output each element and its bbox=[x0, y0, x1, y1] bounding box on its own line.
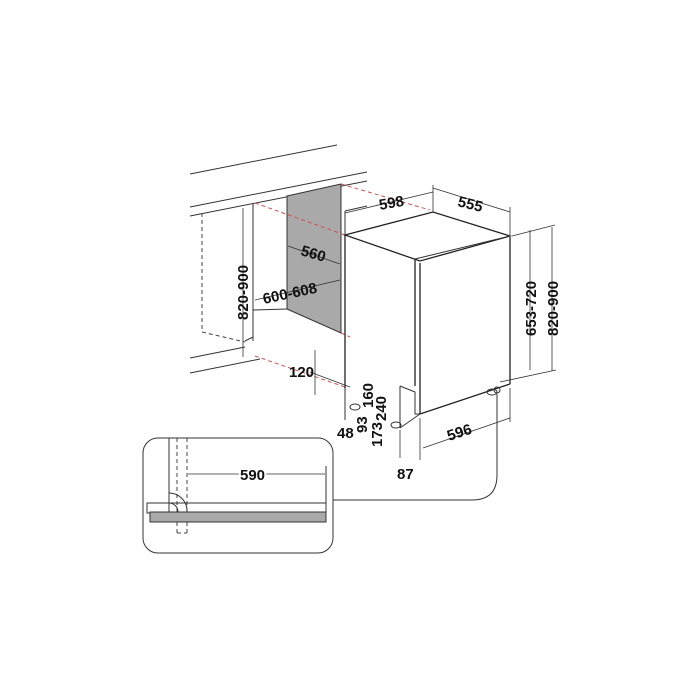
label-foot-offset: 48 bbox=[337, 425, 354, 442]
label-detail-width: 590 bbox=[240, 467, 265, 484]
label-door-panel-height: 653-720 bbox=[523, 281, 540, 336]
left-cabinet bbox=[189, 204, 261, 374]
label-foot-range-low: 93 bbox=[354, 416, 371, 433]
dishwasher-body bbox=[342, 211, 513, 429]
label-plinth-range: 160 bbox=[360, 383, 377, 408]
label-plinth-range-high: 240 bbox=[373, 396, 390, 421]
label-door-offset: 87 bbox=[397, 466, 414, 483]
detail-inset bbox=[142, 437, 334, 554]
label-appliance-depth: 555 bbox=[456, 193, 484, 216]
label-appliance-width: 598 bbox=[378, 193, 406, 214]
label-niche-depth: 560 bbox=[299, 243, 328, 266]
label-plinth-height: 120 bbox=[289, 364, 314, 381]
label-foot-range-high: 173 bbox=[369, 422, 386, 447]
label-base-width: 596 bbox=[445, 421, 474, 445]
label-appliance-height: 820-900 bbox=[545, 281, 562, 336]
dimension-lines bbox=[242, 185, 557, 460]
reference-lines bbox=[254, 183, 431, 388]
label-cabinet-height: 820-900 bbox=[235, 265, 252, 320]
